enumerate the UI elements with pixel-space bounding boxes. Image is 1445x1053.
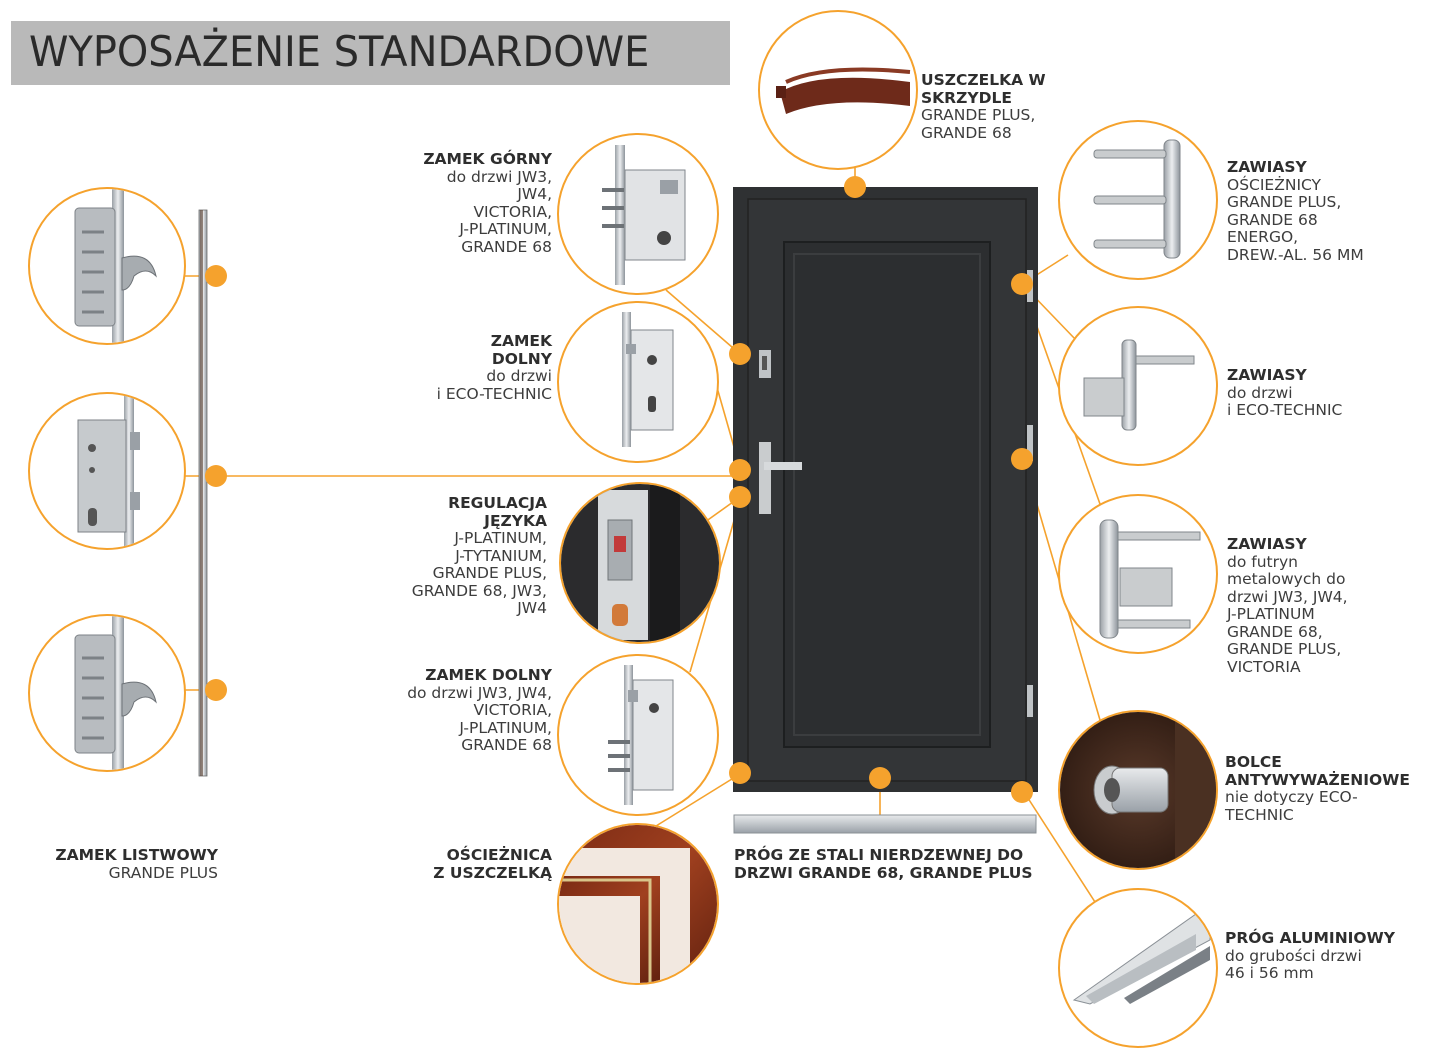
label-zamek-gorny: ZAMEK GÓRNY do drzwi JW3, JW4, VICTORIA,… bbox=[332, 150, 552, 256]
lower-lock-image bbox=[608, 665, 674, 805]
label-heading: ZAWIASY bbox=[1227, 158, 1307, 176]
label-body: i ECO-TECHNIC bbox=[1227, 401, 1343, 419]
hinge-metal-image bbox=[1099, 519, 1201, 639]
label-body: do grubości drzwi bbox=[1225, 946, 1362, 965]
label-zawiasy-eco: ZAWIASY do drzwi i ECO-TECHNIC bbox=[1227, 366, 1343, 420]
page-title: WYPOSAŻENIE STANDARDOWE bbox=[29, 27, 650, 76]
label-body: JW4, bbox=[517, 185, 552, 203]
label-body: GRANDE 68 bbox=[921, 123, 1012, 142]
title-bar: WYPOSAŻENIE STANDARDOWE bbox=[11, 21, 730, 85]
label-body: ENERGO, bbox=[1227, 228, 1299, 246]
label-body: J-TYTANIUM, bbox=[455, 546, 547, 565]
lower-lock-eco-image bbox=[622, 312, 674, 447]
steel-threshold bbox=[733, 814, 1037, 834]
label-body: TECHNIC bbox=[1225, 805, 1294, 824]
label-body: VICTORIA, bbox=[473, 701, 552, 719]
label-heading: ZAMEK LISTWOWY bbox=[55, 846, 218, 864]
label-bolce: BOLCE ANTYWYWAŻENIOWE nie dotyczy ECO- T… bbox=[1225, 753, 1410, 824]
label-zawiasy-oscieznicy: ZAWIASY OŚCIEŻNICY GRANDE PLUS, GRANDE 6… bbox=[1227, 158, 1364, 264]
label-body: GRANDE 68 bbox=[1227, 210, 1318, 229]
latch-adjust-image bbox=[561, 484, 719, 642]
label-prog-aluminiowy: PRÓG ALUMINIOWY do grubości drzwi 46 i 5… bbox=[1225, 929, 1395, 983]
label-body: metalowych do bbox=[1227, 570, 1346, 588]
label-body: JW4 bbox=[517, 599, 547, 617]
gasket-image bbox=[776, 67, 911, 114]
label-heading: Z USZCZELKĄ bbox=[433, 863, 552, 882]
label-body: GRANDE 68 bbox=[461, 237, 552, 256]
label-body: GRANDE 68 bbox=[461, 736, 552, 754]
label-heading: DOLNY bbox=[491, 349, 552, 368]
label-uszczelka: USZCZELKA W SKRZYDLE GRANDE PLUS, GRANDE… bbox=[921, 71, 1046, 142]
label-heading: BOLCE bbox=[1225, 753, 1282, 771]
label-heading: ANTYWYWAŻENIOWE bbox=[1225, 770, 1410, 789]
label-body: OŚCIEŻNICY bbox=[1227, 175, 1322, 194]
marker-dots bbox=[205, 176, 1033, 803]
label-heading: ZAWIASY bbox=[1227, 366, 1307, 384]
label-zamek-dolny-eco: ZAMEK DOLNY do drzwi i ECO-TECHNIC bbox=[332, 332, 552, 403]
label-body: i ECO-TECHNIC bbox=[436, 384, 552, 403]
label-body: GRANDE 68, JW3, bbox=[411, 581, 547, 600]
label-body: do drzwi bbox=[1227, 383, 1293, 402]
label-heading: OŚCIEŻNICA bbox=[446, 846, 552, 864]
label-heading: ZAMEK DOLNY bbox=[425, 666, 552, 684]
label-heading: ZAWIASY bbox=[1227, 535, 1307, 553]
label-heading: REGULACJA bbox=[448, 494, 547, 512]
hook-bolt-top-image bbox=[74, 189, 157, 343]
door bbox=[733, 187, 1038, 792]
label-body: GRANDE PLUS bbox=[108, 863, 218, 882]
label-body: do drzwi bbox=[486, 367, 552, 385]
hinge-eco-circle bbox=[1058, 306, 1218, 466]
label-prog-stal: PRÓG ZE STALI NIERDZEWNEJ DO DRZWI GRAND… bbox=[734, 846, 1033, 882]
label-heading: JĘZYKA bbox=[484, 511, 547, 530]
label-body: 46 i 56 mm bbox=[1225, 964, 1314, 982]
label-body: do drzwi JW3, JW4, bbox=[407, 683, 552, 702]
label-zamek-dolny: ZAMEK DOLNY do drzwi JW3, JW4, VICTORIA,… bbox=[332, 666, 552, 755]
central-lock-image bbox=[77, 394, 140, 548]
label-body: GRANDE 68, bbox=[1227, 622, 1323, 641]
label-body: J-PLATINUM, bbox=[459, 220, 552, 238]
label-body: VICTORIA, bbox=[473, 202, 552, 221]
label-body: GRANDE PLUS, bbox=[921, 106, 1036, 124]
label-zamek-listwowy: ZAMEK LISTWOWY GRANDE PLUS bbox=[18, 846, 218, 882]
label-heading: ZAMEK bbox=[490, 332, 552, 350]
label-oscieznica: OŚCIEŻNICA Z USZCZELKĄ bbox=[332, 846, 552, 882]
label-zawiasy-metal: ZAWIASY do futryn metalowych do drzwi JW… bbox=[1227, 535, 1348, 676]
label-body: J-PLATINUM bbox=[1227, 605, 1315, 623]
label-body: drzwi JW3, JW4, bbox=[1227, 587, 1348, 606]
label-body: J-PLATINUM, bbox=[454, 529, 547, 547]
label-heading: DRZWI GRANDE 68, GRANDE PLUS bbox=[734, 863, 1033, 882]
label-heading: SKRZYDLE bbox=[921, 88, 1012, 107]
label-body: GRANDE PLUS, bbox=[1227, 640, 1342, 658]
hinge-eco-image bbox=[1083, 339, 1195, 431]
label-body: do futryn bbox=[1227, 552, 1298, 571]
label-body: DREW.-AL. 56 MM bbox=[1227, 245, 1364, 264]
label-heading: ZAMEK GÓRNY bbox=[423, 150, 552, 168]
label-body: GRANDE PLUS, bbox=[1227, 193, 1342, 211]
label-body: nie dotyczy ECO- bbox=[1225, 788, 1358, 806]
label-body: J-PLATINUM, bbox=[459, 718, 552, 737]
label-heading: PRÓG ZE STALI NIERDZEWNEJ DO bbox=[734, 846, 1024, 864]
hook-bolt-bottom-image bbox=[74, 616, 157, 770]
label-heading: USZCZELKA W bbox=[921, 71, 1046, 89]
label-body: do drzwi JW3, bbox=[446, 167, 552, 186]
multipoint-lock-strip bbox=[198, 209, 208, 777]
hinge-frame-image bbox=[1093, 139, 1181, 259]
label-body: GRANDE PLUS, bbox=[432, 564, 547, 582]
label-body: VICTORIA bbox=[1227, 657, 1301, 676]
label-regulacja: REGULACJA JĘZYKA J-PLATINUM, J-TYTANIUM,… bbox=[327, 494, 547, 618]
upper-lock-image bbox=[602, 145, 686, 285]
label-heading: PRÓG ALUMINIOWY bbox=[1225, 929, 1395, 947]
